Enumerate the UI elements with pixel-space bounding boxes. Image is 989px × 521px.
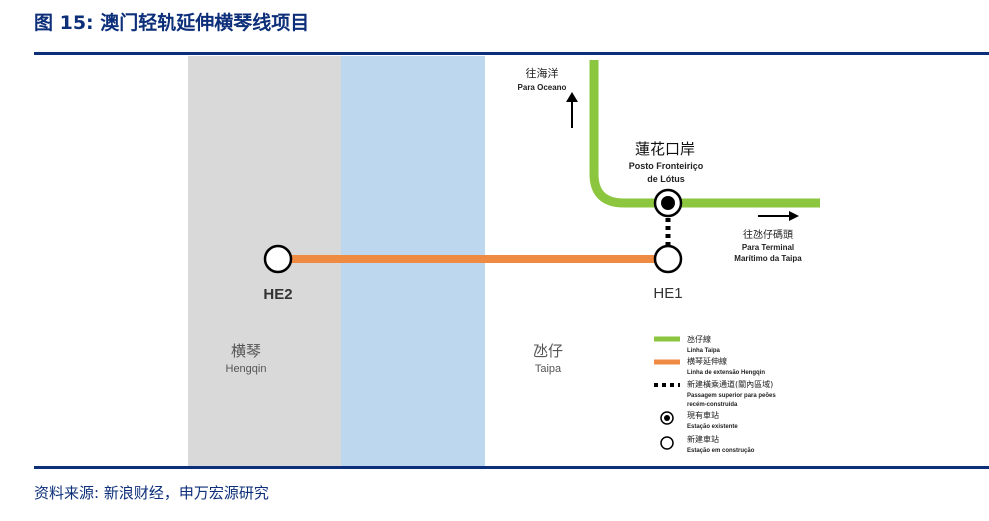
- taipa-line: [589, 60, 820, 208]
- arrow-right-icon: [789, 211, 799, 221]
- region-taipa-zh: 氹仔: [533, 342, 563, 360]
- legend-existing-station-dot: [664, 415, 670, 421]
- lotus-pt-1: Posto Fronteiriço: [629, 161, 704, 171]
- ocean-pt: Para Oceano: [518, 83, 567, 92]
- region-hengqin-zh: 横琴: [231, 342, 261, 360]
- ocean-zh: 往海洋: [526, 66, 559, 80]
- station-he2: [263, 244, 293, 274]
- map-diagram: HE2 HE1 往海洋 Para Oceano 蓮花口岸 Posto Front…: [188, 56, 833, 466]
- legend-hengqin-pt: Linha de extensão Hengqin: [687, 370, 765, 376]
- label-he2: HE2: [263, 286, 292, 303]
- region-taipa-pt: Taipa: [535, 363, 562, 375]
- lotus-zh: 蓮花口岸: [635, 140, 695, 158]
- legend-taipa-zh: 氹仔線: [687, 334, 711, 344]
- lotus-pt-2: de Lótus: [647, 174, 685, 184]
- figure-title: 图 15: 澳门轻轨延伸横琴线项目: [34, 12, 310, 34]
- terminal-zh: 往氹仔碼頭: [743, 228, 793, 241]
- legend-existing-zh: 現有車站: [687, 410, 719, 420]
- legend-new-pt: Estação em construção: [687, 448, 755, 454]
- arrow-up-icon: [566, 92, 578, 102]
- legend: 氹仔線 Linha Taipa 横琴延伸線 Linha de extensão …: [654, 334, 776, 454]
- terminal-pt-1: Para Terminal: [742, 243, 794, 252]
- legend-existing-pt: Estação existente: [687, 424, 738, 430]
- legend-passage-pt-2: recém-construída: [687, 402, 738, 408]
- figure-source: 资料来源: 新浪财经，申万宏源研究: [34, 484, 269, 502]
- legend-new-station-icon: [660, 436, 674, 450]
- legend-passage-pt-1: Passagem superior para peões: [687, 393, 776, 399]
- top-rule: [34, 52, 989, 55]
- legend-taipa-pt: Linha Taipa: [687, 348, 721, 354]
- legend-new-zh: 新建車站: [687, 434, 719, 444]
- station-lotus-dot: [661, 196, 675, 210]
- legend-hengqin-zh: 横琴延伸線: [687, 356, 727, 366]
- region-hengqin-pt: Hengqin: [226, 363, 267, 375]
- station-he1: [653, 244, 683, 274]
- label-he1: HE1: [653, 285, 682, 302]
- legend-passage-zh: 新建橫乘通道(關內區域): [687, 379, 773, 389]
- bottom-rule: [34, 466, 989, 469]
- terminal-pt-2: Marítimo da Taipa: [734, 254, 802, 263]
